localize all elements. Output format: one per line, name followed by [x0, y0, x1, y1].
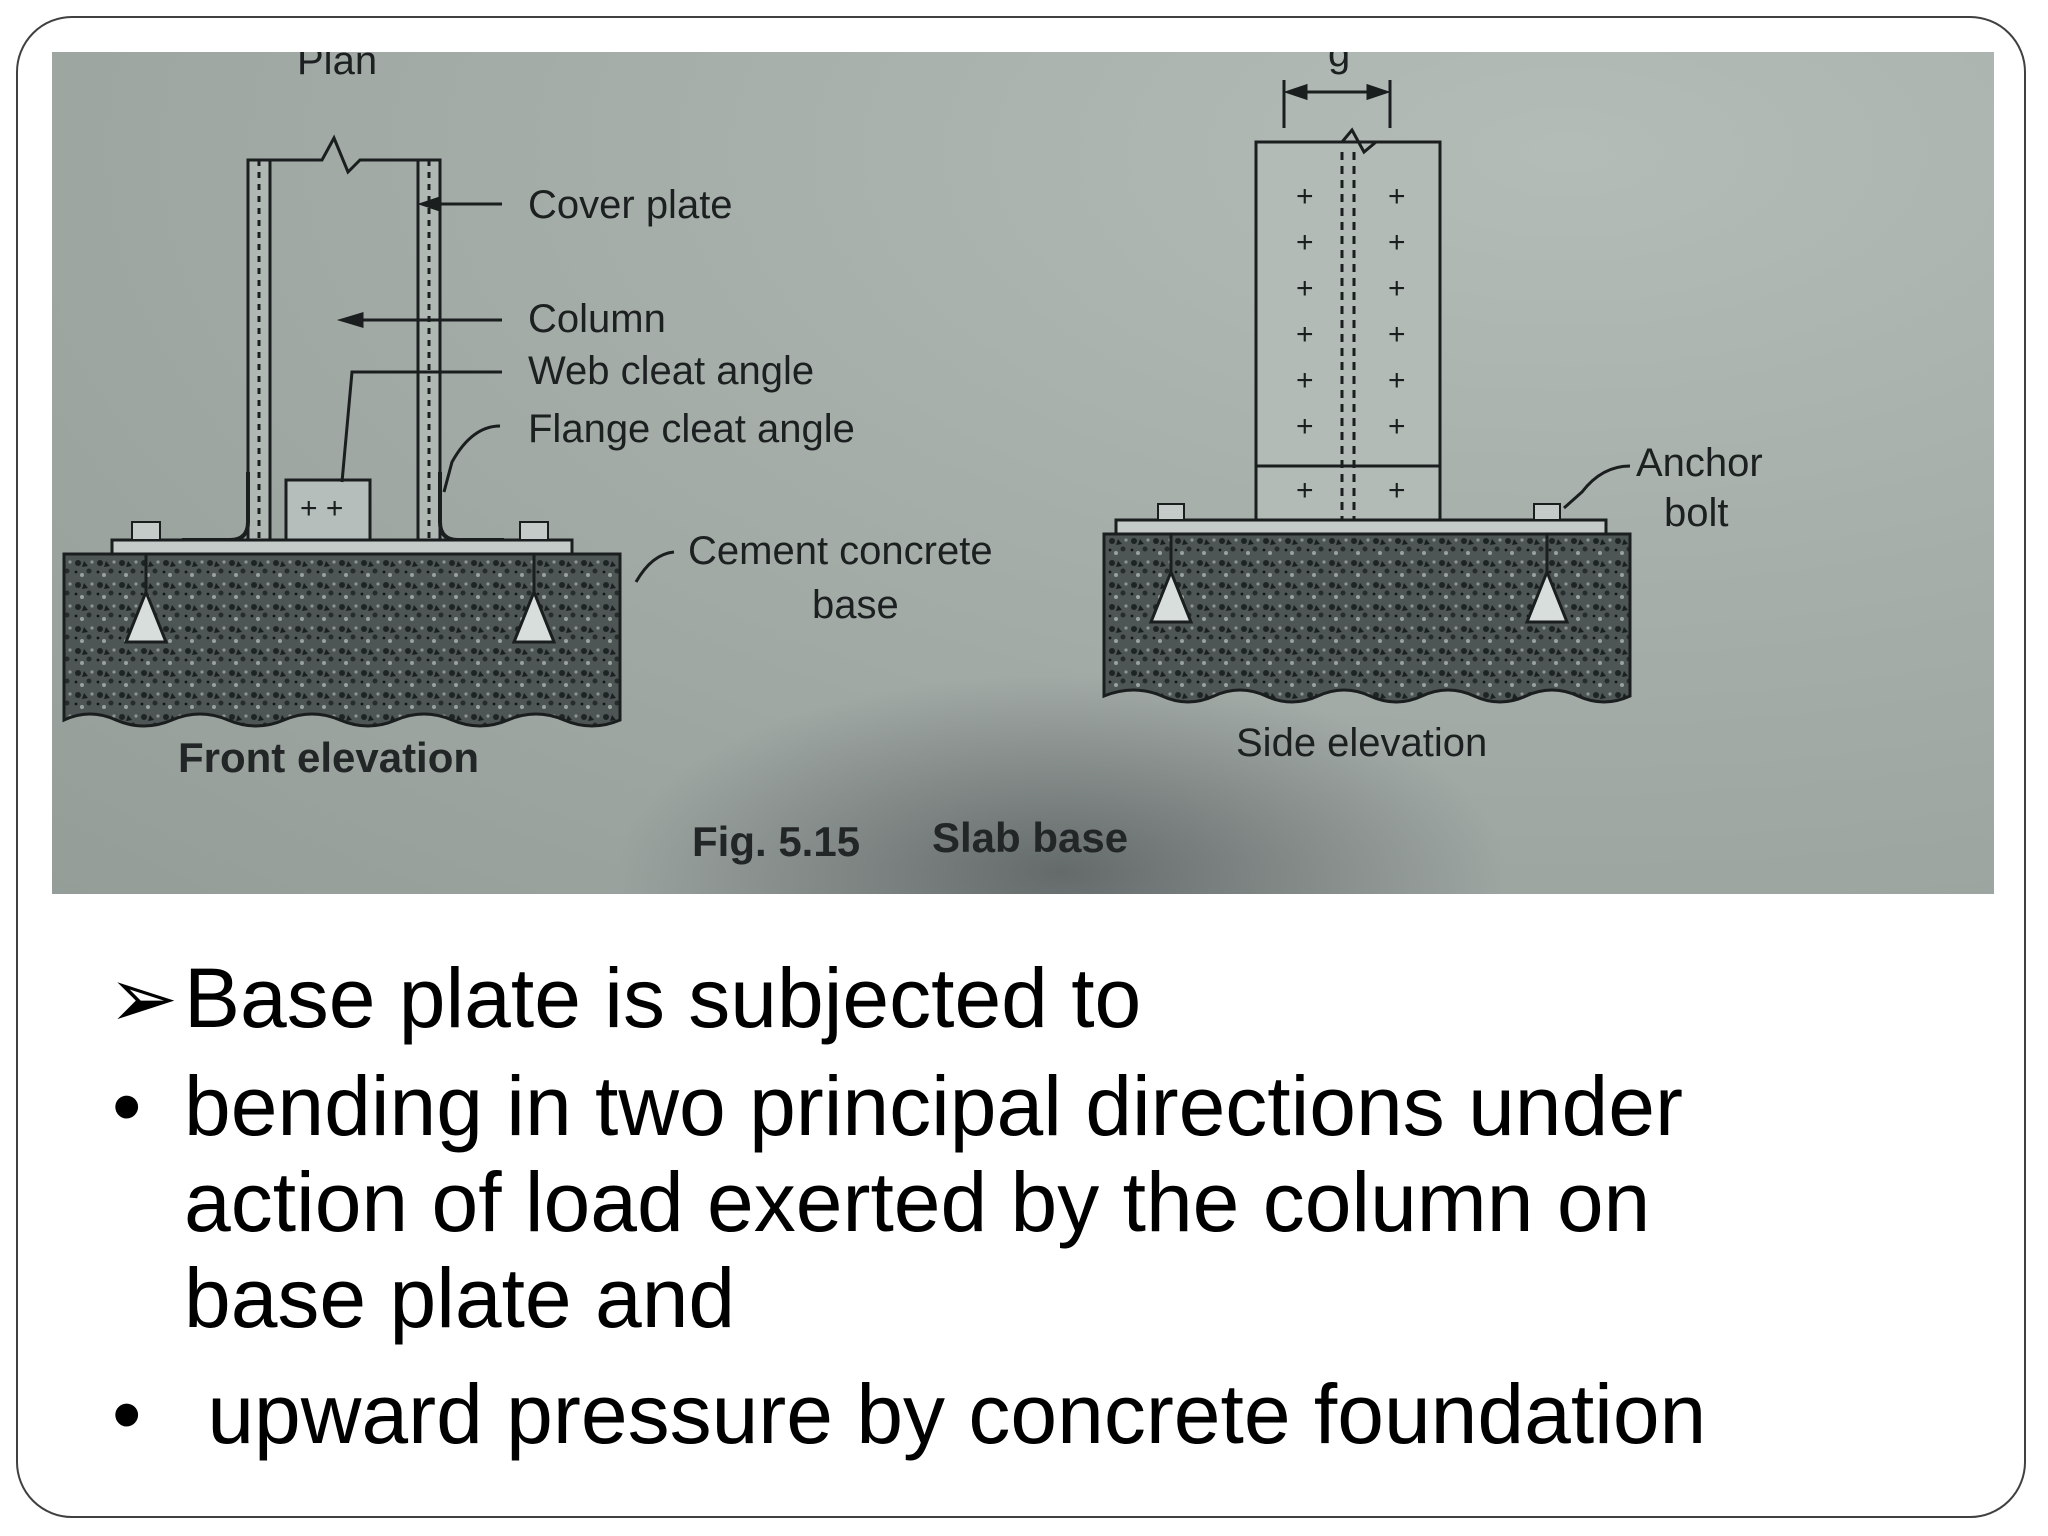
- web-cleat-angle: + +: [284, 478, 372, 544]
- label-column: Column: [528, 297, 666, 341]
- arrow-bullet-icon: ➢: [108, 951, 179, 1045]
- svg-text:+: +: [1296, 410, 1314, 443]
- svg-text:+: +: [1388, 318, 1406, 351]
- front-concrete-base: [62, 552, 622, 728]
- side-dimension-g: [1282, 80, 1392, 128]
- label-anchor: Anchor: [1636, 441, 1763, 485]
- label-side-elevation: Side elevation: [1236, 721, 1487, 765]
- front-leader-lines: [336, 195, 675, 583]
- side-base-plate: [1114, 518, 1608, 536]
- photo-shadow: [612, 672, 1512, 894]
- anchor-leader-line: [1563, 464, 1631, 510]
- dot-bullet-icon: •: [112, 1059, 142, 1153]
- figure-caption-number: Fig. 5.15: [692, 818, 860, 865]
- svg-text:+: +: [1388, 180, 1406, 213]
- label-flange-cleat-angle: Flange cleat angle: [528, 407, 855, 451]
- bullet-item-1-text-1: bending in two principal directions unde…: [184, 1059, 1683, 1153]
- svg-text:+: +: [1296, 226, 1314, 259]
- svg-text:+: +: [1296, 474, 1314, 507]
- slab-base-figure-photo: Plan + +: [52, 52, 1994, 894]
- plan-label: Plan: [297, 52, 377, 83]
- svg-text:+ +: + +: [300, 492, 343, 525]
- label-g: g: [1328, 52, 1350, 75]
- front-anchor-bolts: [123, 554, 557, 644]
- bullet-item-1-text-2: action of load exerted by the column on: [184, 1155, 1651, 1249]
- front-base-plate: [110, 538, 574, 556]
- svg-text:+: +: [1296, 318, 1314, 351]
- svg-text:+: +: [1296, 180, 1314, 213]
- label-front-elevation: Front elevation: [178, 734, 479, 781]
- svg-text:+: +: [1388, 272, 1406, 305]
- dot-bullet-icon: •: [112, 1367, 142, 1461]
- label-cement-concrete: Cement concrete: [688, 529, 993, 573]
- side-anchor-bolts: [1148, 534, 1570, 624]
- side-anchor-nuts: [1157, 503, 1561, 521]
- bullet-item-2-text: upward pressure by concrete foundation: [184, 1367, 1707, 1461]
- side-column: + + + + + + + + + + + + + +: [1254, 127, 1442, 522]
- label-bolt: bolt: [1664, 491, 1729, 535]
- svg-text:+: +: [1388, 364, 1406, 397]
- label-cover-plate: Cover plate: [528, 183, 733, 227]
- front-anchor-nuts: [131, 521, 549, 541]
- side-concrete-base: [1102, 532, 1632, 704]
- label-web-cleat-angle: Web cleat angle: [528, 349, 814, 393]
- svg-text:+: +: [1296, 364, 1314, 397]
- label-cement-base: base: [812, 583, 899, 627]
- bullet-heading-text: Base plate is subjected to: [184, 951, 1142, 1045]
- slide-frame: [16, 16, 2026, 1518]
- figure-caption-title: Slab base: [932, 814, 1128, 861]
- slab-base-diagram: Plan + +: [62, 52, 1763, 865]
- svg-text:+: +: [1388, 410, 1406, 443]
- svg-text:+: +: [1296, 272, 1314, 305]
- svg-text:+: +: [1388, 474, 1406, 507]
- svg-text:+: +: [1388, 226, 1406, 259]
- bullet-item-1-text-3: base plate and: [184, 1251, 736, 1345]
